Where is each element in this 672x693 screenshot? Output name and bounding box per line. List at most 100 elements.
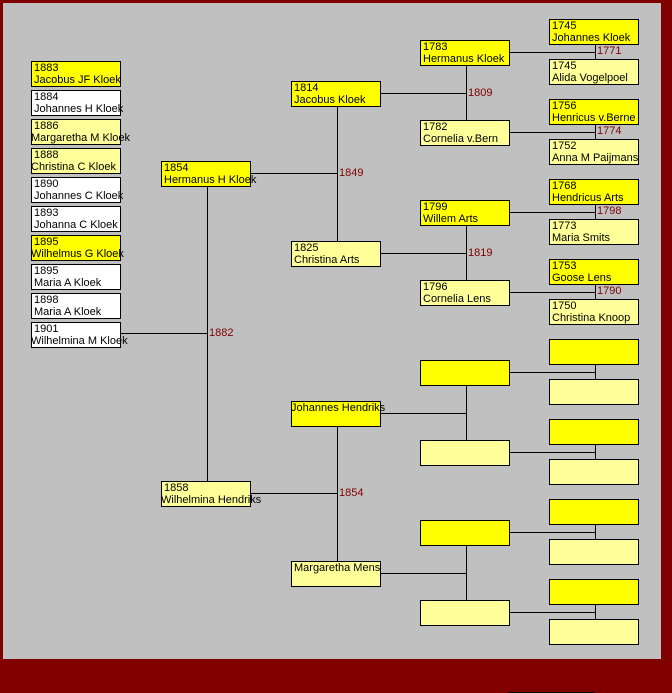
person-name: Cornelia v.Bern xyxy=(423,133,498,145)
person-name: Goose Lens xyxy=(552,272,612,284)
connector-line xyxy=(466,65,467,120)
person-name: Johannes Kloek xyxy=(552,32,631,44)
birth-year: 1886 xyxy=(34,120,59,132)
person-box[interactable] xyxy=(549,579,639,605)
person-box[interactable] xyxy=(549,539,639,565)
connector-line xyxy=(508,372,595,373)
connector-line xyxy=(595,204,596,219)
birth-year: 1750 xyxy=(552,300,577,312)
birth-year: 1888 xyxy=(34,149,59,161)
birth-year: 1773 xyxy=(552,220,577,232)
connector-line xyxy=(595,44,596,59)
person-name: Maria Smits xyxy=(552,232,611,244)
person-name: Hermanus H Kloek xyxy=(164,174,257,186)
connector-line xyxy=(595,444,596,459)
person-name: Christina Arts xyxy=(294,254,360,266)
connector-line xyxy=(337,426,338,561)
person-box[interactable] xyxy=(549,459,639,485)
person-name: Wilhelmina M Kloek xyxy=(31,335,128,347)
person-box[interactable] xyxy=(549,339,639,365)
person-box[interactable] xyxy=(420,440,510,466)
marriage-year: 1790 xyxy=(597,285,622,297)
marriage-year: 1809 xyxy=(468,87,493,99)
connector-line xyxy=(466,225,467,280)
connector-line xyxy=(508,132,595,133)
marriage-year: 1771 xyxy=(597,45,622,57)
person-name: Maria A Kloek xyxy=(34,306,102,318)
person-box[interactable] xyxy=(549,419,639,445)
person-name: Christina Knoop xyxy=(552,312,631,324)
person-name: Margaretha M Kloek xyxy=(31,132,131,144)
birth-year: 1814 xyxy=(294,82,319,94)
person-box[interactable]: Johannes Hendriks xyxy=(291,401,385,427)
birth-year: 1799 xyxy=(423,201,448,213)
birth-year: 1782 xyxy=(423,121,448,133)
connector-line xyxy=(466,545,467,600)
birth-year: 1895 xyxy=(34,265,59,277)
person-box[interactable] xyxy=(549,499,639,525)
connector-line xyxy=(249,173,337,174)
connector-line xyxy=(337,106,338,241)
person-name: Maria A Kloek xyxy=(34,277,102,289)
person-name: Willem Arts xyxy=(423,213,478,225)
connector-line xyxy=(595,124,596,139)
connector-line xyxy=(466,385,467,440)
birth-year: 1768 xyxy=(552,180,577,192)
birth-year: 1745 xyxy=(552,60,577,72)
person-box[interactable]: Margaretha Mens xyxy=(291,561,381,587)
connector-line xyxy=(508,292,595,293)
connector-line xyxy=(595,604,596,619)
person-box[interactable] xyxy=(420,600,510,626)
person-name: Jacobus JF Kloek xyxy=(34,74,121,86)
marriage-year: 1854 xyxy=(339,487,364,499)
connector-line xyxy=(379,253,466,254)
connector-line xyxy=(508,452,595,453)
birth-year: 1890 xyxy=(34,178,59,190)
person-box[interactable] xyxy=(420,360,510,386)
person-name: Hendricus Arts xyxy=(552,192,624,204)
person-name: Hermanus Kloek xyxy=(423,53,505,65)
person-box[interactable] xyxy=(549,619,639,645)
birth-year: 1796 xyxy=(423,281,448,293)
birth-year: 1858 xyxy=(164,482,189,494)
birth-year: 1752 xyxy=(552,140,577,152)
birth-year: 1898 xyxy=(34,294,59,306)
connector-line xyxy=(379,93,466,94)
birth-year: 1884 xyxy=(34,91,59,103)
person-box[interactable] xyxy=(549,379,639,405)
marriage-year: 1882 xyxy=(209,327,234,339)
birth-year: 1883 xyxy=(34,62,59,74)
marriage-year: 1849 xyxy=(339,167,364,179)
person-box[interactable] xyxy=(420,520,510,546)
person-name: Wilhelmus G Kloek xyxy=(31,248,124,260)
connector-line xyxy=(595,364,596,379)
birth-year: 1854 xyxy=(164,162,189,174)
